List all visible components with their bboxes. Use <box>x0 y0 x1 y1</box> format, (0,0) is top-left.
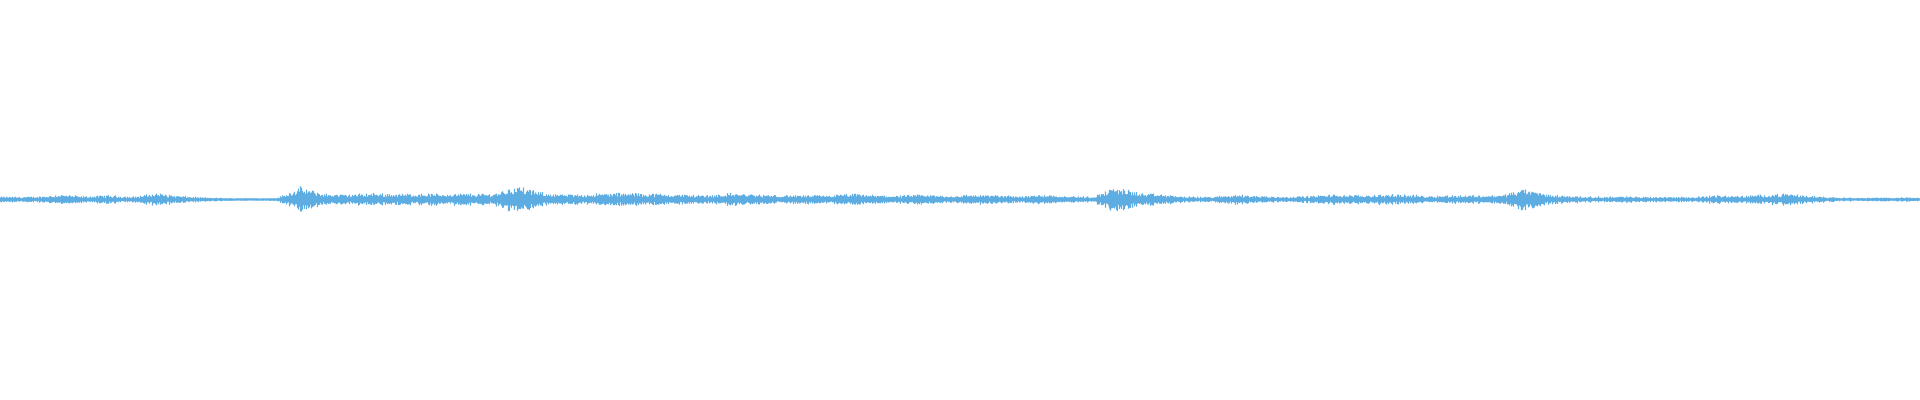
waveform-segment <box>1223 194 1249 205</box>
waveform-segment <box>1871 197 1897 202</box>
waveform-segment <box>1583 196 1609 203</box>
waveform-segment <box>0 196 25 203</box>
waveform-segment <box>1247 196 1273 203</box>
waveform-segment <box>383 193 409 205</box>
waveform-segment <box>1607 196 1633 203</box>
waveform-segment <box>311 190 337 208</box>
waveform-segment <box>1391 194 1417 205</box>
waveform-segment <box>71 195 97 204</box>
waveform-segment <box>839 193 865 205</box>
waveform-segment <box>1511 189 1537 211</box>
waveform-segment <box>647 193 673 206</box>
waveform-segment <box>1271 196 1297 203</box>
waveform-segment <box>1439 195 1465 204</box>
waveform-segment <box>575 193 601 205</box>
waveform-segment <box>551 194 577 206</box>
waveform-segment <box>1559 195 1585 204</box>
waveform-segment <box>1799 195 1825 205</box>
waveform-segment <box>1367 194 1393 205</box>
waveform-segment <box>287 186 313 212</box>
waveform-segment <box>431 193 457 206</box>
waveform-segment <box>263 195 289 205</box>
waveform-segment <box>1151 193 1177 206</box>
waveform-segment <box>359 193 385 206</box>
waveform-segment <box>1007 195 1033 204</box>
waveform-segment <box>599 192 625 206</box>
waveform-segment <box>1463 195 1489 204</box>
waveform-segment <box>983 195 1009 204</box>
waveform-segment <box>1031 195 1057 205</box>
waveform-segment <box>95 195 121 204</box>
waveform-segment <box>1295 195 1321 204</box>
waveform-segment <box>455 193 481 206</box>
waveform-segment <box>1655 196 1681 203</box>
waveform-segment <box>1535 193 1561 207</box>
waveform-segment <box>1751 194 1777 206</box>
waveform-segment <box>719 193 745 206</box>
waveform-segment <box>959 194 985 205</box>
waveform-segment <box>167 194 193 205</box>
waveform-segment <box>1055 196 1081 203</box>
waveform-segment <box>911 194 937 205</box>
waveform-segment <box>47 195 73 204</box>
waveform-segment <box>1175 196 1201 204</box>
waveform-segment <box>1703 195 1729 204</box>
waveform-segment <box>887 194 913 204</box>
waveform-segment <box>191 196 217 203</box>
waveform-segment <box>1727 195 1753 204</box>
waveform-segment <box>239 198 265 201</box>
waveform <box>0 186 1920 212</box>
waveform-segment <box>935 195 961 204</box>
waveform-segment <box>695 194 721 205</box>
waveform-segment <box>791 195 817 205</box>
waveform-segment <box>1775 193 1801 206</box>
waveform-segment <box>1487 192 1513 207</box>
waveform-segment <box>1895 197 1920 202</box>
waveform-segment <box>1079 194 1105 206</box>
waveform-segment <box>1679 196 1705 203</box>
waveform-segment <box>1847 197 1873 202</box>
waveform-segment <box>407 193 433 206</box>
waveform-segment <box>743 194 769 205</box>
waveform-segment <box>335 193 361 206</box>
waveform-segment <box>479 191 505 208</box>
waveform-segment <box>1319 194 1345 205</box>
waveform-segment <box>1127 189 1153 209</box>
waveform-segment <box>1823 197 1849 203</box>
waveform-segment <box>1343 195 1369 205</box>
waveform-segment <box>503 187 529 212</box>
waveform-segment <box>815 194 841 205</box>
waveform-segment <box>119 195 145 203</box>
waveform-segment <box>1199 195 1225 204</box>
waveform-segment <box>23 196 49 203</box>
waveform-segment <box>1631 196 1657 203</box>
waveform-segment <box>143 193 169 206</box>
waveform-segment <box>623 193 649 206</box>
waveform-segment <box>863 194 889 204</box>
waveform-segment <box>527 189 553 211</box>
waveform-segment <box>215 197 241 202</box>
waveform-segment <box>671 194 697 205</box>
waveform-segment <box>1103 189 1129 212</box>
waveform-segment <box>1415 194 1441 204</box>
waveform-segment <box>767 195 793 204</box>
